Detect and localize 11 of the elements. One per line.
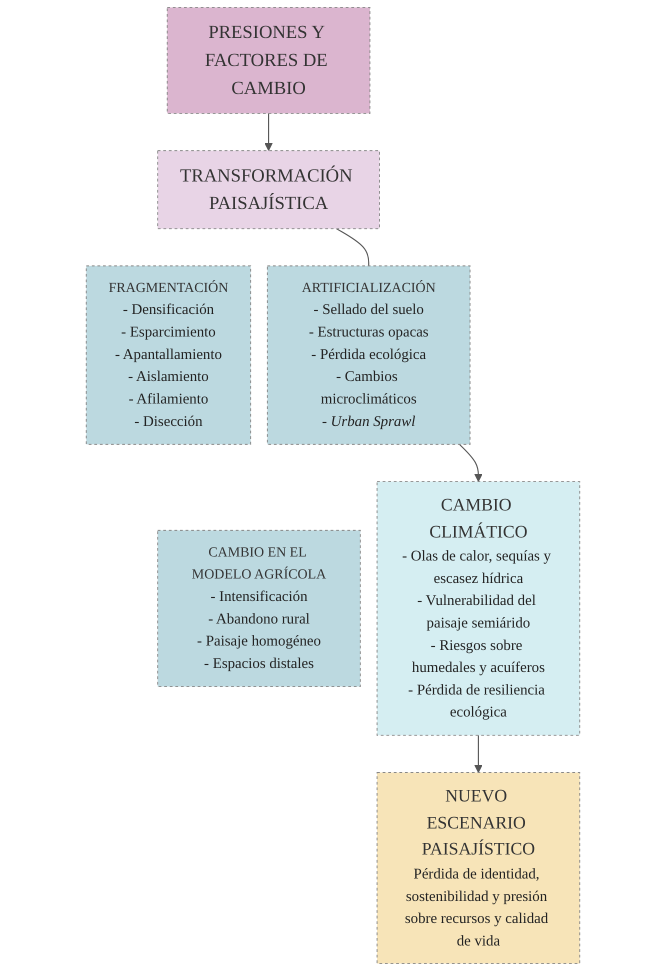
node-box: CAMBIO EN EL MODELO AGRÍCOLA - Intensificación - Abandono rural - Paisaje homogéneo - Espacios distales xyxy=(157,530,361,687)
connector xyxy=(336,228,370,266)
arrow xyxy=(459,444,482,482)
arrow xyxy=(474,735,482,773)
node-box: FRAGMENTACIÓN - Densificación - Esparcimiento - Apantallamiento - Aislamiento - Afilamiento - Disección xyxy=(86,265,252,445)
node-box: NUEVO ESCENARIO PAISAJÍSTICO Pérdida de identidad, sostenibilidad y presión sobre recursos y calidad de vida xyxy=(376,772,580,964)
arrow xyxy=(264,113,273,151)
node-box: PRESIONES Y FACTORES DE CAMBIO xyxy=(166,6,370,114)
node-box: ARTIFICIALIZACIÓN - Sellado del suelo - Estructuras opacas - Pérdida ecológica - Cambios microclimáticos - Urban Sprawl xyxy=(266,265,470,445)
node-box: CAMBIO CLIMÁTICO - Olas de calor, sequías y escasez hídrica - Vulnerabilidad del paisaje semiárido - Riesgos sobre humedales y acuíferos - Pérdida de resiliencia ecológica xyxy=(376,481,580,736)
node-box: TRANSFORMACIÓN PAISAJÍSTICA xyxy=(157,150,380,230)
